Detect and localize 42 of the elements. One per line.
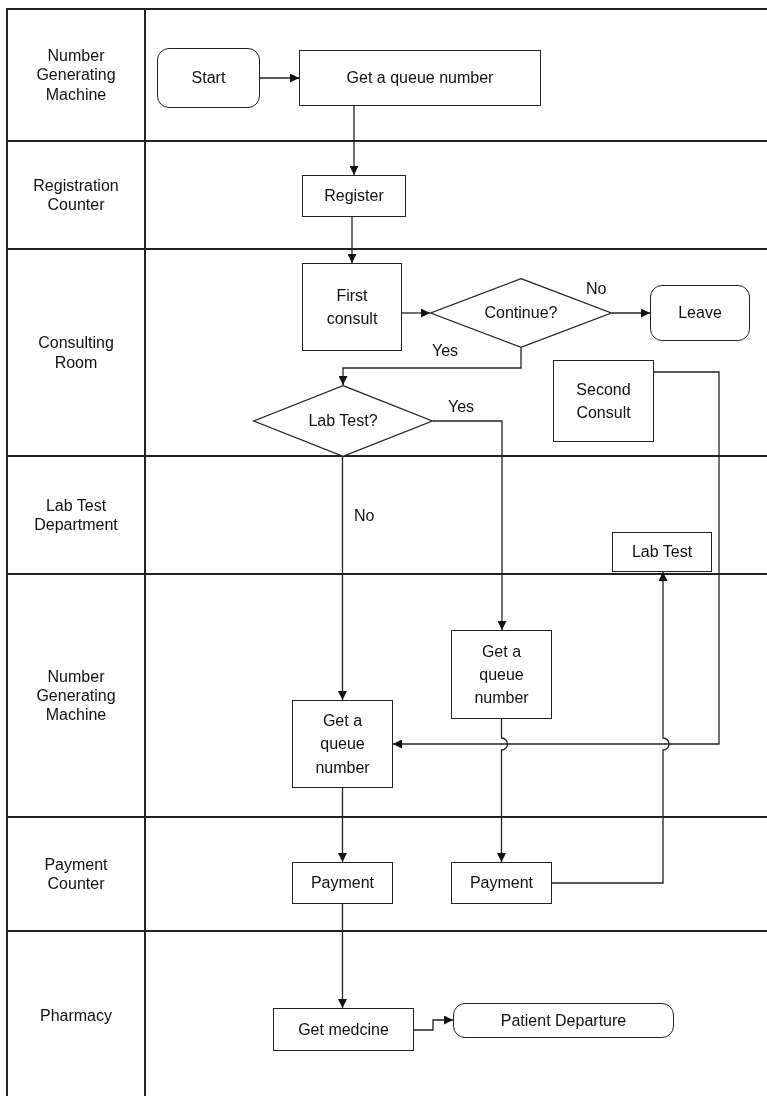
- process-box: Get medcine: [273, 1008, 414, 1051]
- lane-label: Consulting Room: [37, 333, 115, 372]
- swimlane: [6, 573, 767, 816]
- arrow: [338, 347, 522, 386]
- terminal-box: Start: [157, 48, 260, 108]
- arrow: [432, 420, 507, 631]
- process-box: Get a queue number: [299, 50, 541, 106]
- decision-diamond: Lab Test?: [253, 385, 433, 457]
- process-box: Register: [302, 175, 406, 217]
- lane-label: Lab Test Department: [33, 495, 119, 535]
- arrow: [392, 371, 720, 749]
- swimlane: [6, 930, 767, 1096]
- process-box: Payment: [451, 862, 552, 904]
- process-box: First consult: [302, 263, 402, 351]
- process-box: Payment: [292, 862, 393, 904]
- swimlane: [6, 816, 767, 930]
- lane-label: Registration Counter: [32, 175, 120, 215]
- swimlane: [6, 8, 767, 140]
- lane-label: Payment Counter: [43, 854, 109, 894]
- arrow: [497, 718, 509, 863]
- process-box: Get a queue number: [292, 700, 393, 788]
- swimlane: [6, 455, 767, 573]
- arrow: [349, 105, 359, 176]
- lane-label: Number Generating Machine: [35, 46, 117, 104]
- arrow: [611, 308, 651, 318]
- arrow: [338, 787, 347, 863]
- process-box: Get a queue number: [451, 630, 552, 719]
- terminal-box: Leave: [650, 285, 750, 341]
- process-box: Second Consult: [553, 360, 654, 442]
- arrow: [259, 73, 300, 83]
- arrow: [413, 1015, 454, 1031]
- swimlane: [6, 140, 767, 248]
- terminal-box: Patient Departure: [453, 1003, 674, 1038]
- arrow: [338, 456, 347, 701]
- lane-label: Pharmacy: [40, 1006, 112, 1026]
- swimlane: [6, 248, 767, 455]
- arrow: [551, 571, 670, 884]
- arrow: [338, 903, 347, 1009]
- arrow: [401, 308, 431, 318]
- lane-label: Number Generating Machine: [35, 666, 117, 725]
- arrow: [347, 216, 357, 264]
- process-box: Lab Test: [612, 532, 712, 572]
